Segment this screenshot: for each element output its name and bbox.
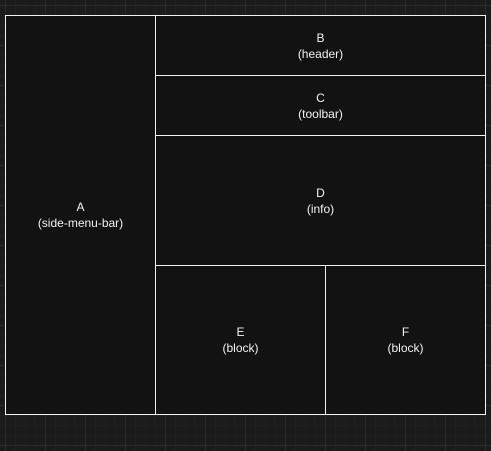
block-d-id: D (316, 185, 325, 200)
block-b-id: B (316, 30, 325, 45)
block-e-block: E (block) (155, 265, 326, 415)
block-f-role: (block) (387, 341, 424, 355)
block-d-role: (info) (306, 201, 335, 216)
block-d-info: D (info) (155, 135, 486, 266)
block-a-side-menu-bar: A (side-menu-bar) (5, 15, 156, 415)
block-c-id: C (316, 90, 325, 105)
block-b-role: (header) (297, 46, 344, 61)
block-f-id: F (401, 325, 410, 339)
block-a-id: A (76, 200, 85, 214)
block-a-role: (side-menu-bar) (37, 216, 124, 230)
block-f-block: F (block) (325, 265, 486, 415)
block-e-id: E (236, 325, 245, 339)
block-b-header: B (header) (155, 15, 486, 76)
block-c-toolbar: C (toolbar) (155, 75, 486, 136)
block-c-role: (toolbar) (298, 106, 343, 121)
block-e-role: (block) (222, 341, 259, 355)
